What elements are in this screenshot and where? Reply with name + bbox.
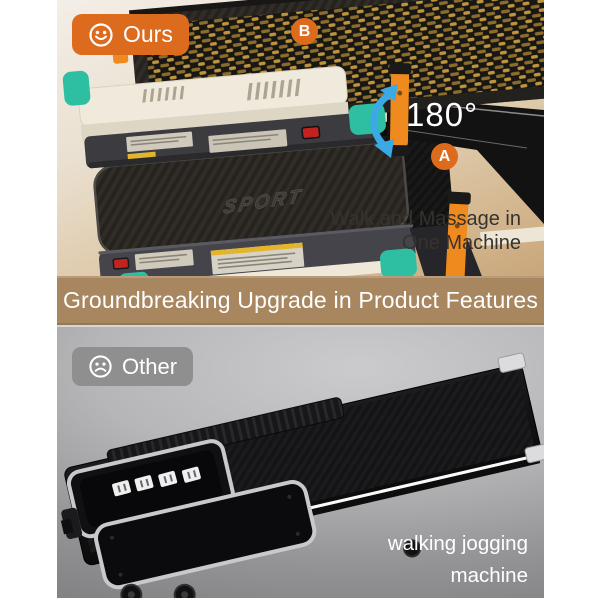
- other-badge-label: Other: [122, 353, 178, 379]
- other-badge: Other: [72, 347, 194, 386]
- smiley-face-icon: [89, 22, 113, 47]
- marker-a-label: A: [438, 147, 451, 165]
- other-caption: walking jogging machine: [388, 528, 528, 592]
- silver-corner-cap: [497, 352, 527, 373]
- folding-treadmill-pair-illustration: SPORT: [62, 0, 544, 276]
- other-treadmill-illustration: [60, 352, 544, 598]
- vent-slits: [142, 78, 301, 103]
- other-caption-line1: walking jogging: [387, 532, 528, 555]
- treadmill-a-illustration: SPORT: [93, 116, 544, 276]
- ours-caption-line1: Walk and Massage in: [330, 208, 521, 230]
- silver-corner-cap: [524, 442, 544, 464]
- ours-caption-line2: One Machine: [402, 232, 521, 254]
- transport-wheels: [120, 539, 422, 598]
- treadmill-b-illustration: [62, 0, 544, 169]
- folding-handle-orange: [445, 191, 471, 276]
- deck-gap-shadow: [387, 96, 544, 224]
- rotation-degree-label: 180°: [406, 96, 479, 133]
- sad-face-icon: [89, 355, 112, 378]
- black-treadmill: [60, 352, 544, 598]
- led-display: [112, 466, 201, 497]
- marker-b-label: B: [298, 22, 311, 40]
- banner-title: Groundbreaking Upgrade in Product Featur…: [62, 287, 539, 313]
- marker-product-a: A: [431, 143, 458, 170]
- ours-badge: Ours: [72, 14, 189, 55]
- motor-side-panel: [94, 480, 317, 590]
- other-caption-line2: machine: [450, 564, 529, 587]
- power-switch: [301, 125, 321, 140]
- divider-banner: Groundbreaking Upgrade in Product Featur…: [57, 276, 544, 325]
- ours-badge-label: Ours: [123, 21, 173, 47]
- teal-corner-foot: [62, 70, 91, 106]
- rotation-arrow-icon: [370, 84, 398, 158]
- teal-corner-foot: [379, 248, 417, 276]
- ours-caption: Walk and Massage in One Machine: [331, 207, 521, 255]
- power-switch: [112, 257, 130, 270]
- other-section: Other walking jogging machine: [57, 325, 544, 598]
- ours-section: SPORT: [57, 0, 544, 276]
- marker-product-b: B: [291, 18, 318, 45]
